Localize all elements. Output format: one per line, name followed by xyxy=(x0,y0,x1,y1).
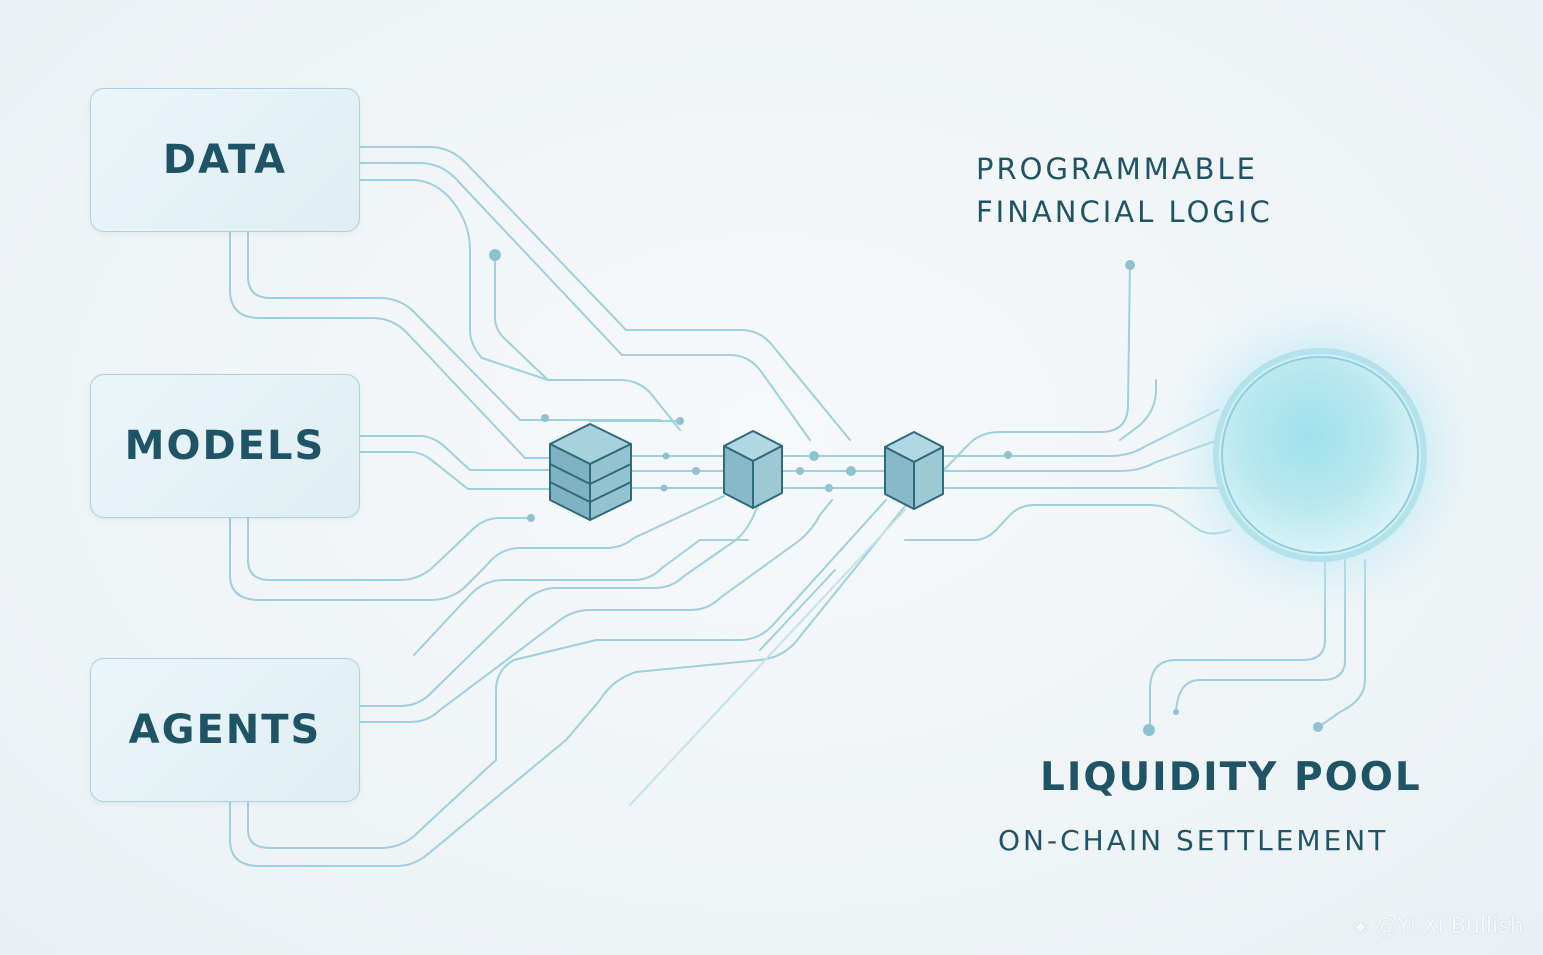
data-source-box: DATA xyxy=(90,88,360,232)
connector-dot xyxy=(541,414,549,422)
models-source-label: MODELS xyxy=(124,423,326,469)
liquidity-pool-title: LIQUIDITY POOL xyxy=(1040,755,1422,800)
connector-line xyxy=(359,179,681,431)
connector-line xyxy=(943,264,1131,471)
connector-dot xyxy=(1173,709,1179,715)
agents-source-label: AGENTS xyxy=(128,707,322,753)
programmable-logic-label: PROGRAMMABLE FINANCIAL LOGIC xyxy=(976,148,1273,234)
connector-line xyxy=(759,569,836,651)
watermark-text: @Yi Xi Bullish xyxy=(1374,914,1524,939)
block-node-middle xyxy=(723,430,783,509)
connector-dot xyxy=(809,451,819,461)
connector-line xyxy=(229,231,553,459)
connector-line xyxy=(247,499,887,849)
connector-dot xyxy=(489,249,501,261)
connector-dot xyxy=(1004,451,1012,459)
connector-dot xyxy=(527,514,535,522)
diamond-logo-icon: ◈ xyxy=(1352,914,1369,939)
connector-line xyxy=(629,509,906,806)
block-node-right xyxy=(884,431,944,510)
connector-dot xyxy=(1125,260,1135,270)
connector-dot xyxy=(1143,724,1155,736)
block-node-large xyxy=(549,423,632,521)
connector-line xyxy=(229,495,725,601)
programmable-logic-line1: PROGRAMMABLE xyxy=(976,152,1259,186)
connector-line xyxy=(1319,559,1366,727)
agents-source-box: AGENTS xyxy=(90,658,360,802)
watermark: ◈ @Yi Xi Bullish xyxy=(1352,914,1524,939)
connector-dot xyxy=(676,417,684,425)
connector-dots xyxy=(489,249,1323,736)
connector-line xyxy=(359,451,551,490)
connector-line xyxy=(359,162,811,441)
models-source-box: MODELS xyxy=(90,374,360,518)
connector-line xyxy=(359,146,851,441)
connector-line xyxy=(247,517,531,581)
connector-line xyxy=(413,539,749,656)
connector-line xyxy=(1149,559,1326,731)
connector-dot xyxy=(796,467,804,475)
connector-dot xyxy=(662,452,670,460)
connector-dot xyxy=(660,484,668,492)
connector-line xyxy=(359,499,833,723)
liquidity-pool-subtitle: ON-CHAIN SETTLEMENT xyxy=(998,824,1389,857)
connector-line xyxy=(359,469,781,707)
connector-lines xyxy=(229,146,1366,867)
connector-line xyxy=(943,409,1219,457)
data-source-label: DATA xyxy=(162,137,288,183)
liquidity-pool-circle xyxy=(1150,285,1490,625)
connector-line xyxy=(494,254,549,381)
connector-dot xyxy=(692,467,700,475)
connector-line xyxy=(359,435,551,471)
connector-line xyxy=(229,504,907,867)
programmable-logic-line2: FINANCIAL LOGIC xyxy=(976,195,1273,229)
connector-line xyxy=(247,231,661,421)
connector-dot xyxy=(846,466,856,476)
connector-line xyxy=(1119,379,1157,441)
connector-line xyxy=(1175,559,1346,713)
connector-dot xyxy=(1313,722,1323,732)
connector-dot xyxy=(825,484,833,492)
